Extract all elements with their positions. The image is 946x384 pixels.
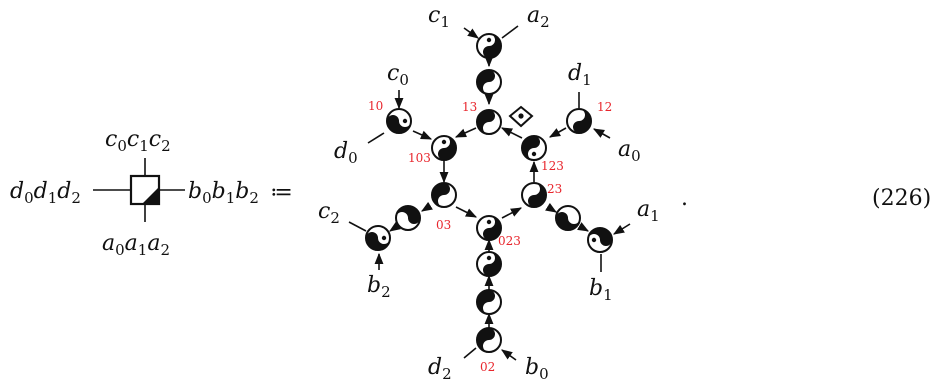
- node-label-023: 023: [498, 234, 521, 248]
- yin-yang-node: [395, 205, 421, 231]
- lhs-tensor: [93, 158, 185, 222]
- yin-yang-node: [476, 69, 502, 95]
- yin-yang-node: [431, 135, 457, 161]
- trailing-period: .: [681, 186, 688, 211]
- label-a1: a1: [637, 197, 660, 225]
- label-c2: c2: [318, 199, 340, 227]
- yin-yang-node: [521, 182, 547, 208]
- lhs-right-labels: b0b1b2: [188, 179, 259, 207]
- label-b0: b0: [525, 355, 549, 383]
- node-label-03: 03: [436, 218, 451, 232]
- yin-yang-node: [521, 135, 547, 161]
- lhs-top-labels: c0c1c2: [105, 127, 171, 155]
- yin-yang-node: [476, 33, 502, 59]
- yin-yang-node: [476, 289, 502, 315]
- label-d2: d2: [428, 355, 452, 383]
- yin-yang-node: [555, 205, 581, 231]
- node-label-13: 13: [462, 100, 477, 114]
- label-b2: b2: [367, 273, 391, 301]
- yin-yang-node: [431, 182, 457, 208]
- yin-yang-node: [476, 109, 502, 135]
- lhs-bottom-labels: a0a1a2: [102, 231, 170, 259]
- label-a0: a0: [618, 137, 641, 165]
- label-b1: b1: [589, 276, 613, 304]
- yin-yang-node: [476, 251, 502, 277]
- label-c1: c1: [428, 3, 450, 31]
- definition-symbol: ≔: [270, 180, 293, 205]
- yin-yang-node: [365, 225, 391, 251]
- label-c0: c0: [387, 61, 409, 89]
- yin-yang-node: [476, 327, 502, 353]
- node-label-23: 23: [547, 182, 562, 196]
- diamond-dot-node: [508, 105, 534, 128]
- lhs-left-labels: d0d1d2: [10, 179, 81, 207]
- node-label-12: 12: [597, 100, 612, 114]
- rhs-wires: [348, 25, 631, 361]
- node-label-10: 10: [368, 99, 383, 113]
- yin-yang-node: [476, 215, 502, 241]
- label-d1: d1: [568, 61, 592, 89]
- rhs-nodes: [365, 33, 613, 353]
- yin-yang-node: [587, 227, 613, 253]
- lhs-box-corner-mark: [143, 188, 158, 203]
- yin-yang-node: [566, 108, 592, 134]
- label-a2: a2: [527, 3, 550, 31]
- equation-number: (226): [872, 186, 931, 211]
- node-label-123: 123: [541, 159, 564, 173]
- node-label-02: 02: [480, 360, 495, 374]
- node-label-103: 103: [408, 151, 431, 165]
- label-d0: d0: [334, 139, 358, 167]
- yin-yang-node: [386, 108, 412, 134]
